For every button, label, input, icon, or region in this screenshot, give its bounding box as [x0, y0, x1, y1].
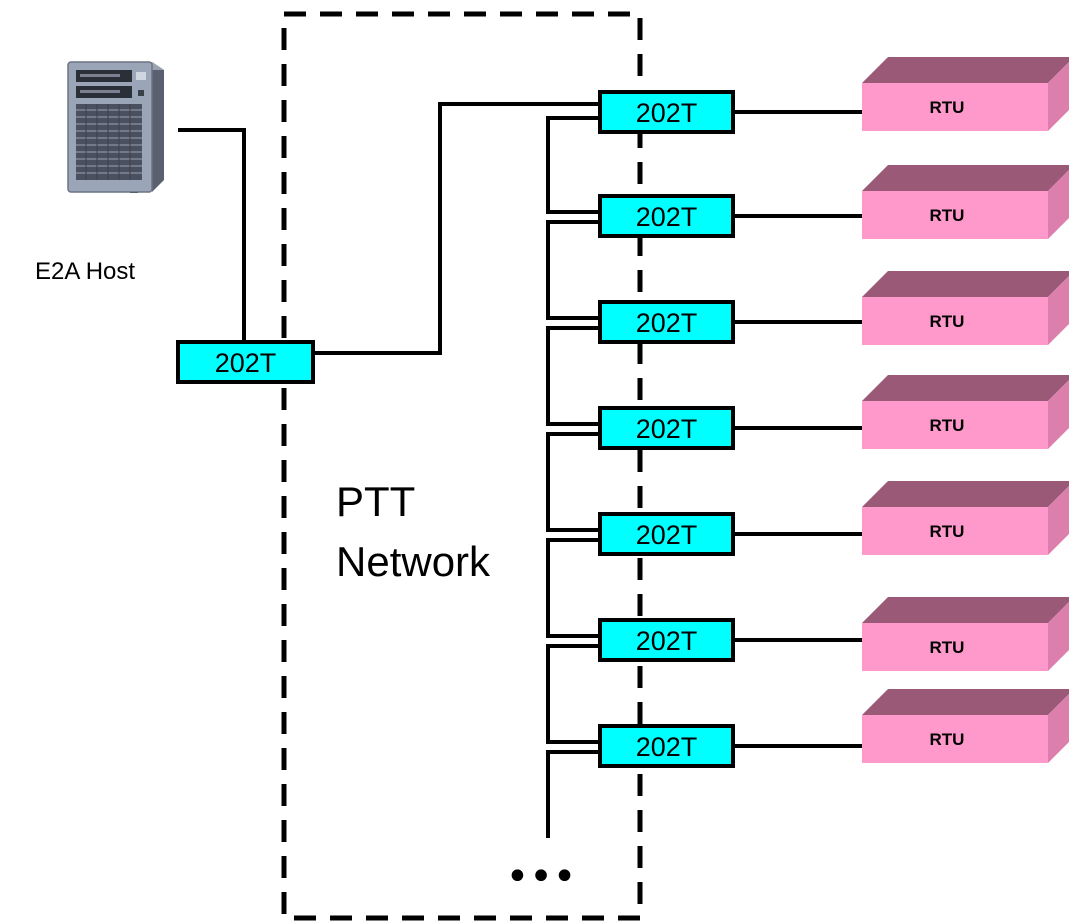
chain-link: [546, 116, 600, 214]
rtu-side-face: [1048, 276, 1069, 345]
rtu-top-face: [862, 689, 1069, 715]
rtu-label: RTU: [930, 206, 965, 225]
rtu-unit: RTU: [862, 165, 1069, 239]
rtu-label: RTU: [930, 312, 965, 331]
remote-modem-label: 202T: [636, 732, 698, 762]
network-label-line1: PTT: [336, 478, 415, 525]
chain-tail: [546, 750, 600, 838]
rtu-unit: RTU: [862, 271, 1069, 345]
rtu-side-face: [1048, 380, 1069, 449]
rtu-top-face: [862, 165, 1069, 191]
rtu-label: RTU: [930, 522, 965, 541]
rtu-side-face: [1048, 486, 1069, 555]
rtu-unit: RTU: [862, 689, 1069, 763]
host-label: E2A Host: [35, 258, 135, 285]
remote-modem-box: [598, 724, 735, 768]
rtu-front-face: [862, 507, 1048, 555]
rtu-unit: RTU: [862, 481, 1069, 555]
rtu-side-face: [1048, 62, 1069, 131]
rtu-top-face: [862, 597, 1069, 623]
remote-nodes: 202T RTU 202T RTU 202T RTU 202T RTU 202T RTU 202T R…: [546, 57, 1069, 838]
remote-modem: 202T: [598, 618, 735, 662]
remote-modem-box: [598, 512, 735, 556]
rtu-side-face: [1048, 694, 1069, 763]
remote-modem-box: [598, 618, 735, 662]
host-modem-label: 202T: [215, 348, 277, 378]
remote-modem-box: [598, 300, 735, 344]
chain-link: [546, 432, 600, 532]
chain-wiring: [546, 110, 862, 838]
host-modem: 202T: [176, 340, 315, 384]
rtu-unit: RTU: [862, 375, 1069, 449]
remote-modem: 202T: [598, 90, 735, 134]
rtu-front-face: [862, 191, 1048, 239]
rtu-front-face: [862, 297, 1048, 345]
network-label-line2: Network: [336, 538, 491, 585]
remote-modem: 202T: [598, 406, 735, 450]
chain-link: [546, 538, 600, 638]
remote-modem: 202T: [598, 194, 735, 238]
trunk-link: [313, 102, 600, 355]
remote-modem-label: 202T: [636, 308, 698, 338]
remote-modem: 202T: [598, 300, 735, 344]
rtu-top-face: [862, 375, 1069, 401]
remote-modem-label: 202T: [636, 98, 698, 128]
remote-modem-box: [598, 406, 735, 450]
remote-modem-label: 202T: [636, 626, 698, 656]
remote-modem-label: 202T: [636, 414, 698, 444]
continuation-dots: •••: [506, 854, 577, 900]
rtu-label: RTU: [930, 638, 965, 657]
rtu-side-face: [1048, 602, 1069, 671]
ptt-network-boundary: [281, 11, 643, 921]
rtu-label: RTU: [930, 416, 965, 435]
host-link: [178, 128, 246, 344]
rtu-top-face: [862, 481, 1069, 507]
remote-modem-label: 202T: [636, 520, 698, 550]
server-tower-icon: [67, 61, 164, 193]
rtu-front-face: [862, 715, 1048, 763]
remote-modem: 202T: [598, 512, 735, 556]
rtu-unit: RTU: [862, 597, 1069, 671]
rtu-label: RTU: [930, 730, 965, 749]
rtu-side-face: [1048, 170, 1069, 239]
rtu-front-face: [862, 623, 1048, 671]
chain-link: [546, 220, 600, 320]
rtu-top-face: [862, 57, 1069, 83]
rtu-unit: RTU: [862, 57, 1069, 131]
remote-modem-box: [598, 194, 735, 238]
rtu-front-face: [862, 401, 1048, 449]
remote-modem: 202T: [598, 724, 735, 768]
rtu-front-face: [862, 83, 1048, 131]
rtu-label: RTU: [930, 98, 965, 117]
chain-link: [546, 326, 600, 426]
rtu-top-face: [862, 271, 1069, 297]
chain-link: [546, 644, 600, 744]
remote-modem-label: 202T: [636, 202, 698, 232]
remote-modem-box: [598, 90, 735, 134]
